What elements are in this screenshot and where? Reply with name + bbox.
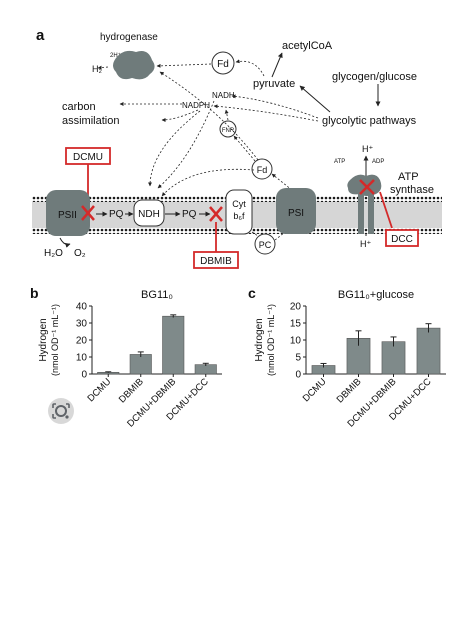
dcc-label: DCC — [391, 234, 413, 245]
x-tick-label: DCMU — [85, 376, 113, 404]
psi-shape — [276, 188, 316, 234]
chart-title: BG11₀ — [141, 289, 173, 301]
google-lens-icon[interactable] — [48, 398, 74, 424]
panel-c-letter: c — [248, 285, 256, 301]
two-h-label: 2H⁺ — [110, 52, 121, 59]
dcc-box — [385, 229, 419, 247]
y-axis-label-line2: (nmol OD⁻¹ mL⁻¹) — [50, 304, 60, 376]
psii-shape — [46, 190, 90, 236]
hydrogenase-group: hydrogenase 2H⁺ H₂ — [92, 32, 158, 80]
fnr-circle — [219, 120, 237, 138]
y-tick-label: 40 — [76, 302, 88, 313]
y-tick-label: 0 — [81, 370, 87, 381]
o2-label: O₂ — [74, 248, 86, 259]
y-tick-label: 30 — [76, 319, 88, 330]
panel-b-letter: b — [30, 285, 39, 301]
bar — [381, 341, 406, 375]
y-tick-label: 5 — [295, 353, 301, 364]
y-axis-label-line2: (nmol OD⁻¹ mL⁻¹) — [266, 304, 276, 376]
atp-synthase-stalk — [358, 194, 364, 234]
pc-circle — [254, 233, 276, 255]
x-tick-label: DCMU — [301, 376, 329, 404]
atp-label: ATP — [334, 159, 345, 165]
chart-title: BG11₀+glucose — [338, 289, 414, 301]
y-axis-label-line1: Hydrogen — [38, 318, 49, 361]
y-axis-label-line1: Hydrogen — [254, 318, 265, 361]
bar — [194, 364, 217, 375]
fd-mid-label: Fd — [257, 165, 268, 175]
x-tick-label: DBMIB — [335, 376, 364, 405]
pyruvate-label: pyruvate — [253, 78, 295, 90]
dcmu-x-mark — [81, 205, 95, 221]
pq1-label: PQ — [109, 209, 124, 220]
nadh-label: NADH — [212, 91, 235, 100]
y-tick-label: 10 — [76, 353, 88, 364]
y-tick-label: 20 — [290, 302, 302, 313]
dcc-x-mark — [359, 179, 375, 195]
ndh-label: NDH — [138, 209, 160, 220]
dbmib-label: DBMIB — [200, 256, 232, 267]
ndh-shape — [133, 199, 165, 227]
adp-label: ADP — [372, 159, 384, 165]
psi-label: PSI — [288, 208, 304, 219]
acetylcoa-label: acetylCoA — [282, 40, 333, 52]
dbmib-box — [193, 251, 239, 269]
hplus-top-label: H⁺ — [362, 144, 373, 154]
h2o-label: H₂O — [44, 248, 63, 259]
lens-glyph — [52, 403, 70, 419]
pc-label: PC — [259, 240, 272, 250]
dcmu-label: DCMU — [73, 152, 103, 163]
dbmib-x-mark — [209, 206, 223, 222]
cyt-b6f-shape — [225, 189, 253, 235]
bar — [416, 327, 441, 375]
hydrogenase-label: hydrogenase — [100, 32, 158, 43]
y-tick-label: 10 — [290, 336, 302, 347]
bar — [129, 354, 152, 375]
cyt-label-1: Cyt — [232, 199, 246, 209]
cyt-label-2: b₆f — [233, 211, 245, 221]
panel-a-letter: a — [36, 27, 45, 44]
panel-a: a hydrogenase 2H⁺ H₂ Fd acetylCoA pyruva… — [32, 27, 442, 269]
atp-synthase-label-2: synthase — [390, 184, 434, 196]
nadph-label: NADPH — [182, 101, 210, 110]
glycolytic-label: glycolytic pathways — [322, 115, 417, 127]
assimilation-label: assimilation — [62, 115, 119, 127]
fd-top-circle — [211, 51, 235, 75]
pq2-label: PQ — [182, 209, 197, 220]
y-tick-label: 20 — [76, 336, 88, 347]
carbon-label: carbon — [62, 101, 96, 113]
y-tick-label: 15 — [290, 319, 302, 330]
y-tick-label: 0 — [295, 370, 301, 381]
x-tick-label: DBMIB — [117, 376, 146, 405]
hydrogenase-shape — [113, 50, 155, 80]
psii-label: PSII — [58, 210, 77, 221]
fd-mid-circle — [251, 158, 273, 180]
atp-synthase-label-1: ATP — [398, 171, 419, 183]
hplus-bottom-label: H⁺ — [360, 239, 371, 249]
fnr-label: FNR — [222, 128, 235, 134]
glycogen-label: glycogen/glucose — [332, 71, 417, 83]
h2-label: H₂ — [92, 64, 102, 74]
fd-top-label: Fd — [217, 59, 229, 70]
bar — [162, 315, 185, 375]
